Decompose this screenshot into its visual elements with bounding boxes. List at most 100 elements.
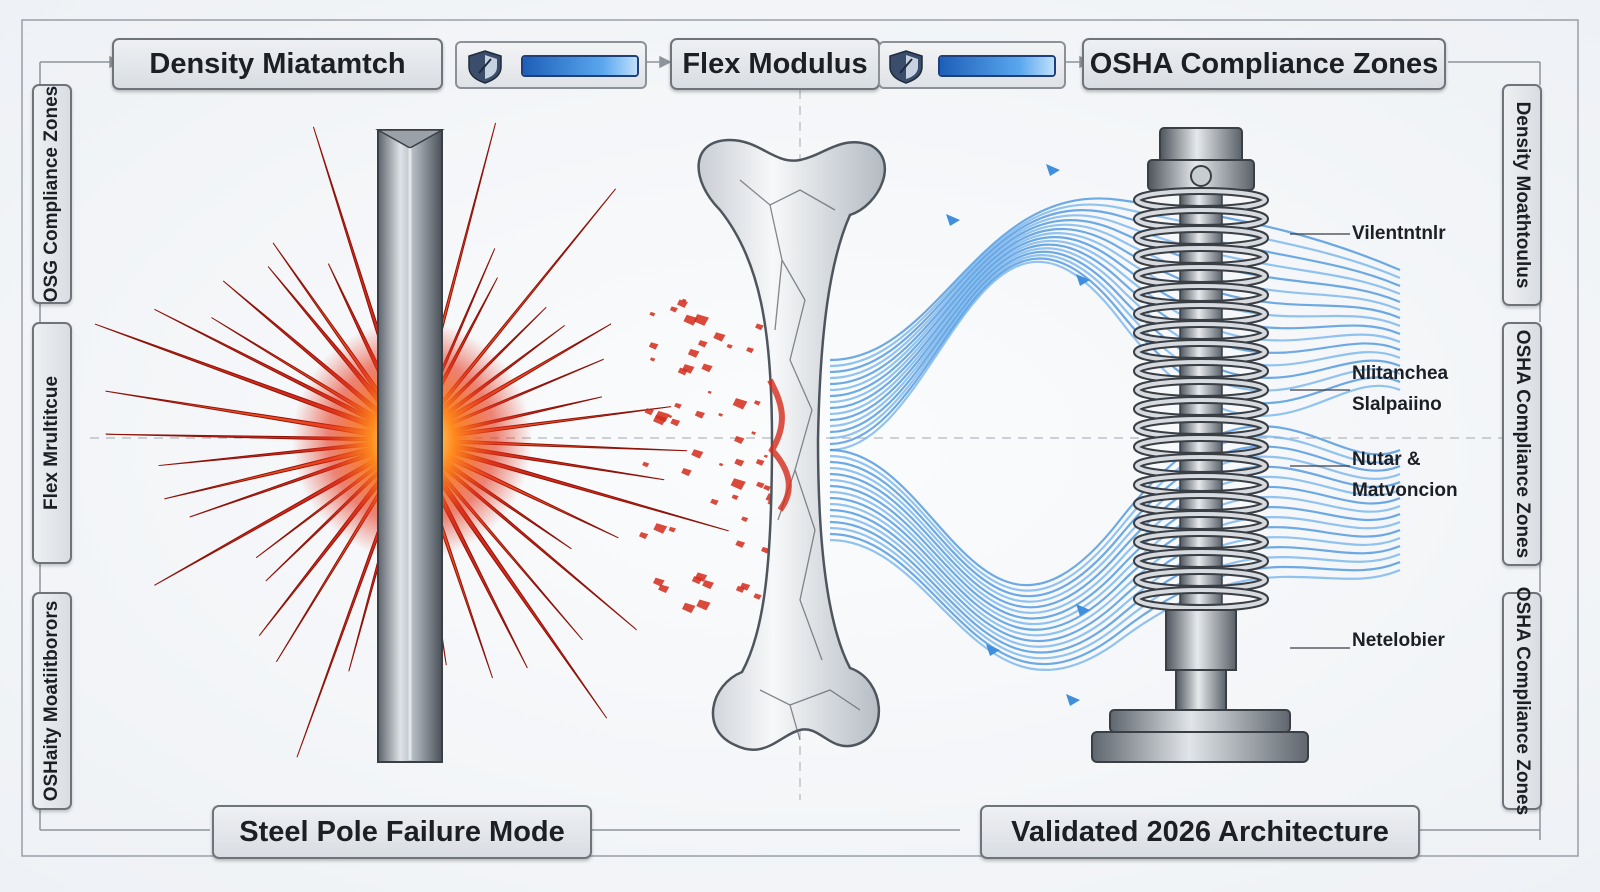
fragment bbox=[735, 585, 746, 593]
fragment bbox=[658, 584, 670, 594]
fragment bbox=[751, 431, 757, 435]
fragment bbox=[718, 462, 724, 467]
label-validated-architecture: Validated 2026 Architecture bbox=[980, 805, 1420, 859]
flow-line bbox=[829, 254, 1401, 440]
flow-arrowhead bbox=[1076, 604, 1090, 616]
flow-line bbox=[829, 490, 1401, 626]
label-steel-pole-failure: Steel Pole Failure Mode bbox=[212, 805, 592, 859]
status-badge-right bbox=[878, 41, 1066, 89]
fragment bbox=[730, 478, 746, 490]
fragment bbox=[697, 340, 708, 348]
callout-3: Nutar & Matvoncion bbox=[1352, 449, 1458, 501]
fragment bbox=[649, 357, 656, 362]
flow-line bbox=[829, 435, 1401, 592]
fragment bbox=[693, 314, 709, 326]
fragment bbox=[638, 532, 649, 540]
fragment bbox=[681, 468, 692, 477]
fragment bbox=[731, 494, 739, 500]
flow-arrowhead bbox=[1076, 274, 1090, 286]
callout-4: Netelobier bbox=[1352, 630, 1445, 651]
fragment bbox=[687, 348, 700, 358]
fragment bbox=[701, 363, 713, 373]
fragment bbox=[677, 367, 688, 376]
flow-line bbox=[829, 538, 1401, 671]
flow-line bbox=[829, 455, 1401, 603]
flow-line bbox=[829, 425, 1401, 587]
fragment bbox=[696, 599, 711, 611]
flow-line bbox=[829, 484, 1401, 620]
flow-line bbox=[829, 260, 1401, 452]
flow-line bbox=[829, 475, 1401, 614]
flow-line bbox=[829, 240, 1401, 416]
flow-line bbox=[829, 532, 1401, 666]
fragment bbox=[756, 481, 765, 489]
fragment bbox=[760, 546, 770, 554]
label-flex-modulus: Flex Modulus bbox=[670, 38, 880, 90]
label-osha-compliance: OSHA Compliance Zones bbox=[1082, 38, 1446, 90]
fragment bbox=[691, 449, 704, 459]
fragment bbox=[735, 540, 746, 548]
side-label-right-3: OSHA Compliance Zones bbox=[1502, 587, 1542, 815]
fragment bbox=[681, 298, 687, 303]
label-density-mismatch: Density Miatamtch bbox=[112, 38, 443, 90]
fragment bbox=[668, 526, 677, 533]
flow-line bbox=[829, 228, 1401, 398]
fragment bbox=[734, 435, 745, 444]
fragment bbox=[653, 523, 668, 534]
fragment bbox=[681, 602, 696, 614]
fragment bbox=[702, 580, 714, 590]
flow-arrowhead bbox=[946, 214, 960, 226]
flow-line bbox=[829, 209, 1401, 374]
fragment bbox=[741, 516, 749, 522]
fragment bbox=[763, 484, 772, 491]
fragment bbox=[644, 408, 654, 416]
fragment bbox=[681, 364, 695, 374]
progress-bar-icon bbox=[521, 55, 639, 77]
fragment bbox=[763, 454, 769, 458]
fragment bbox=[674, 402, 682, 409]
fragment bbox=[655, 410, 670, 423]
fragment bbox=[668, 414, 673, 419]
flow-line bbox=[829, 243, 1401, 422]
fragment bbox=[718, 412, 724, 417]
fragment bbox=[739, 582, 751, 591]
fragment bbox=[669, 306, 678, 313]
flow-line bbox=[829, 508, 1401, 643]
flow-line bbox=[829, 232, 1401, 404]
fragment bbox=[713, 332, 726, 342]
side-label-left-2: Flex Mrultitcue bbox=[32, 322, 72, 564]
spring-damper bbox=[1091, 127, 1309, 763]
flow-line bbox=[829, 223, 1401, 392]
flow-line bbox=[829, 214, 1401, 380]
fragment bbox=[753, 593, 762, 600]
side-label-left-3: OSHaity Moatiitborors bbox=[32, 592, 72, 810]
shield-icon bbox=[889, 50, 923, 84]
flow-arrowhead bbox=[1066, 694, 1080, 706]
flow-arrowhead bbox=[986, 644, 1000, 656]
fragment bbox=[746, 347, 755, 354]
flow-line bbox=[829, 445, 1401, 598]
fragment bbox=[652, 577, 665, 587]
steel-pole bbox=[375, 129, 445, 763]
flow-line bbox=[829, 514, 1401, 648]
flow-line bbox=[829, 526, 1401, 660]
flow-line bbox=[829, 247, 1401, 428]
flow-line bbox=[829, 250, 1401, 434]
fragment bbox=[648, 342, 659, 350]
fragment bbox=[755, 459, 765, 466]
status-badge-left bbox=[455, 41, 647, 89]
fragment bbox=[707, 390, 712, 394]
fragment bbox=[753, 400, 761, 406]
fragment bbox=[755, 323, 764, 331]
fragment bbox=[694, 572, 708, 582]
flow-line bbox=[829, 219, 1401, 386]
fragment bbox=[691, 576, 703, 585]
flow-line bbox=[829, 502, 1401, 637]
progress-bar-icon bbox=[938, 55, 1056, 77]
fragment bbox=[726, 343, 733, 349]
fragment bbox=[649, 311, 656, 317]
fragment bbox=[683, 314, 698, 326]
shield-icon bbox=[468, 50, 502, 84]
